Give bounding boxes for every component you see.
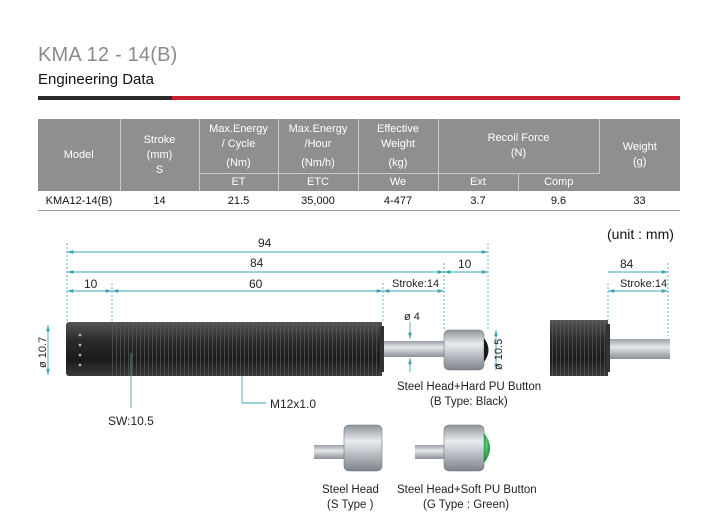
- cell-model: KMA12-14(B): [38, 191, 120, 211]
- s-type-label-line2: (S Type ): [327, 499, 374, 511]
- body-marking: [78, 333, 82, 367]
- dim-left: 10: [84, 277, 98, 291]
- dimension-lines: [46, 250, 668, 375]
- col-header-energy-cycle: Max.Energy/ Cycle(Nm): [199, 119, 279, 174]
- s-type-label-line1: Steel Head: [322, 484, 379, 496]
- title-rule-dark: [38, 96, 172, 100]
- dim-rod-dia: ø 4: [404, 311, 420, 323]
- col-header-weight: Weight(g): [599, 119, 680, 191]
- b-type-label-line2: (B Type: Black): [430, 396, 508, 408]
- shock-absorber-main: [66, 322, 489, 376]
- black-pu-button: [484, 338, 489, 362]
- dimension-texts: 94 84 10 10 60 Stroke:14 ø 4 ø 10.7 ø 10…: [37, 236, 667, 370]
- dim-thread-length: 60: [249, 277, 263, 291]
- dim-stroke: Stroke:14: [392, 278, 439, 290]
- col-subheader-ext: Ext: [438, 173, 519, 191]
- piston-rod: [384, 341, 448, 357]
- engineering-data-table: Model Stroke(mm)S Max.Energy/ Cycle(Nm) …: [38, 119, 680, 211]
- page-title: KMA 12 - 14(B): [38, 44, 178, 66]
- table-row: KMA12-14(B) 14 21.5 35,000 4-477 3.7 9.6…: [38, 191, 680, 211]
- steel-head-b: [443, 329, 485, 371]
- cell-stroke: 14: [120, 191, 199, 211]
- leader-lines: [130, 353, 266, 408]
- col-subheader-we: We: [358, 173, 439, 191]
- dim-total: 94: [258, 236, 272, 250]
- cell-recoil-comp: 9.6: [518, 191, 599, 211]
- cell-effective-weight: 4-477: [358, 191, 438, 211]
- cell-weight: 33: [599, 191, 680, 211]
- col-header-recoil-force: Recoil Force(N): [438, 119, 600, 174]
- col-header-stroke: Stroke(mm)S: [120, 119, 200, 191]
- col-subheader-etc: ETC: [278, 173, 359, 191]
- piston-rod-detail: [610, 339, 670, 359]
- dim-rod-ext: 10: [458, 257, 472, 271]
- dim-right-body: 84: [620, 257, 634, 271]
- g-type-label-line1: Steel Head+Soft PU Button: [397, 484, 537, 496]
- dim-body-dia: ø 10.7: [37, 337, 49, 368]
- col-header-model: Model: [38, 119, 121, 191]
- sw-label: SW:10.5: [108, 414, 154, 428]
- green-pu-button: [484, 433, 490, 463]
- s-type-head: [314, 424, 383, 472]
- g-type-label-line2: (G Type : Green): [423, 499, 509, 511]
- cell-energy-cycle: 21.5: [199, 191, 278, 211]
- unit-label: (unit : mm): [607, 226, 674, 242]
- section-subtitle: Engineering Data: [38, 71, 154, 88]
- col-header-energy-hour: Max.Energy/Hour(Nm/h): [278, 119, 359, 174]
- col-subheader-comp: Comp: [518, 173, 599, 191]
- b-type-label-line1: Steel Head+Hard PU Button: [397, 381, 541, 393]
- dim-body: 84: [250, 256, 264, 270]
- dim-head-dia: ø 10.5: [493, 339, 505, 370]
- thread-label: M12x1.0: [270, 397, 316, 411]
- g-type-head: [415, 424, 490, 472]
- col-subheader-et: ET: [199, 173, 279, 191]
- cell-recoil-ext: 3.7: [438, 191, 518, 211]
- dim-right-stroke: Stroke:14: [620, 278, 667, 290]
- shock-absorber-detail: [550, 320, 670, 376]
- hex-nut: [66, 322, 116, 376]
- extension-lines: [66, 243, 669, 336]
- cell-energy-hour: 35,000: [278, 191, 358, 211]
- title-rule-red: [172, 96, 680, 100]
